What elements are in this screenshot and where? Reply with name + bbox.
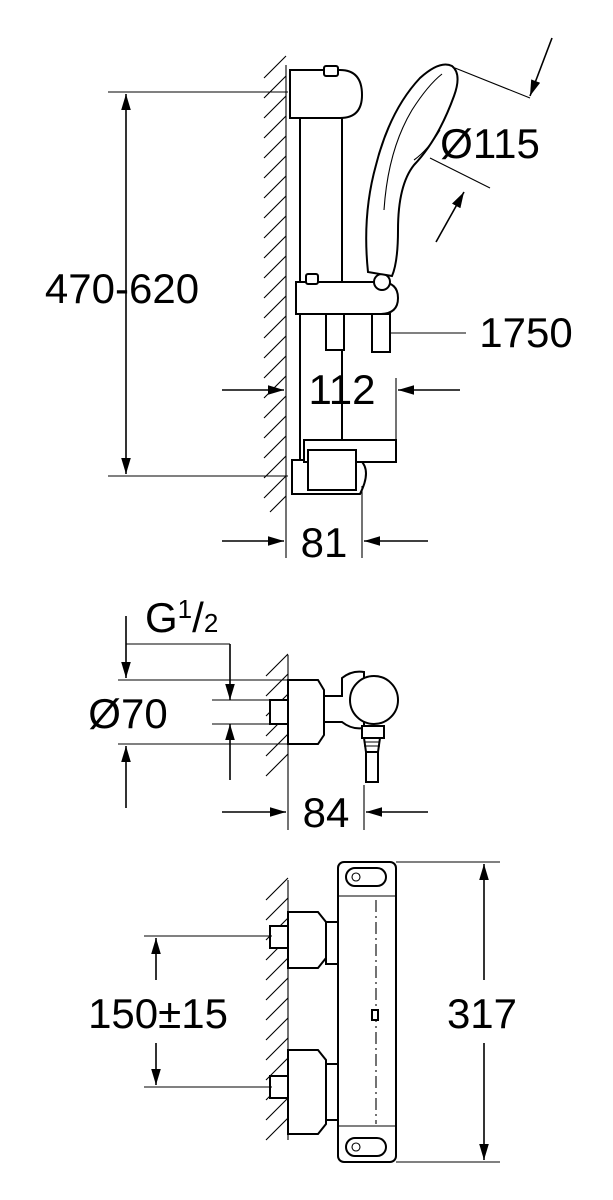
handshower-diameter-label: Ø115 [440, 120, 540, 167]
lower-inlet [269, 1049, 339, 1135]
mixer-height-label: 317 [447, 990, 517, 1037]
rail-height-label: 470-620 [45, 265, 199, 312]
wall-hatch-bottom [265, 877, 289, 1141]
upper-inlet [269, 911, 339, 969]
shower-hose [371, 313, 391, 353]
mixer-side-view: G1/2 Ø70 84 [88, 594, 428, 836]
dim-holder-projection [222, 378, 460, 440]
rosette-diameter-label: Ø70 [88, 690, 167, 737]
shower-rail-view: 470-620 Ø115 1750 112 81 [45, 37, 573, 566]
mixer-side-body [269, 670, 399, 783]
dim-connection-thread [126, 643, 272, 780]
hand-shower [365, 63, 459, 278]
hose-length-label: 1750 [479, 309, 572, 356]
dim-rail-height [108, 91, 288, 477]
dim-handshower-diameter [429, 37, 553, 243]
mixer-projection-label: 84 [303, 789, 350, 836]
holder-projection-label: 112 [309, 366, 376, 413]
connection-thread-label: G1/2 [145, 594, 218, 641]
dim-mixer-projection [222, 770, 428, 830]
rail-bar [289, 65, 400, 495]
dim-rosette-diameter [118, 616, 288, 808]
wall-hatch-top [263, 55, 287, 513]
inlet-spacing-label: 150±15 [88, 990, 228, 1037]
rail-projection-label: 81 [301, 519, 348, 566]
mixer-body [337, 861, 397, 1163]
mixer-front-view: 150±15 317 [88, 861, 517, 1163]
dim-mixer-height [396, 861, 500, 1163]
dim-rail-projection [222, 486, 428, 558]
dim-inlet-spacing [144, 935, 272, 1088]
